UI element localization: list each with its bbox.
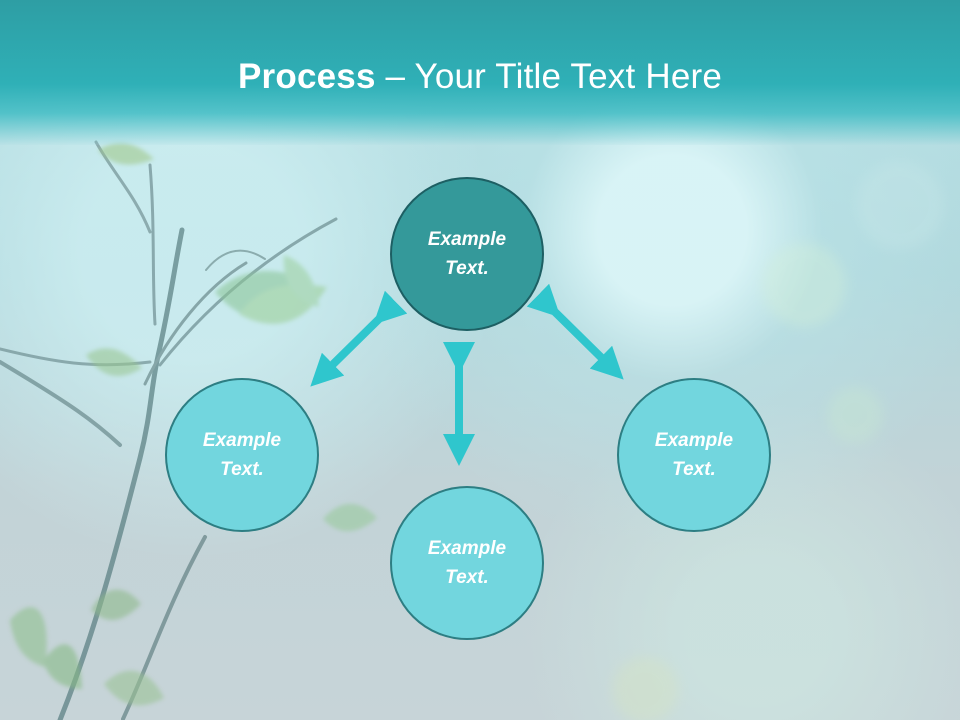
title-rest-text: Your Title Text Here: [414, 57, 722, 96]
process-node-right: Example Text.: [617, 378, 771, 532]
top-left-double-arrow-icon: [310, 290, 408, 387]
process-node-left-text: Example Text.: [202, 430, 282, 480]
slide-title: Process – Your Title Text Here: [0, 52, 960, 102]
top-right-double-arrow-icon: [526, 283, 624, 380]
process-node-top-text: Example Text.: [427, 229, 507, 279]
process-node-bottom: Example Text.: [390, 486, 544, 640]
process-node-top: Example Text.: [390, 177, 544, 331]
title-band: Process – Your Title Text Here: [0, 0, 960, 145]
process-node-bottom-text: Example Text.: [427, 538, 507, 588]
process-node-right-text: Example Text.: [654, 430, 734, 480]
title-bold-text: Process: [238, 57, 376, 96]
process-node-left: Example Text.: [165, 378, 319, 532]
title-separator: –: [375, 57, 415, 96]
